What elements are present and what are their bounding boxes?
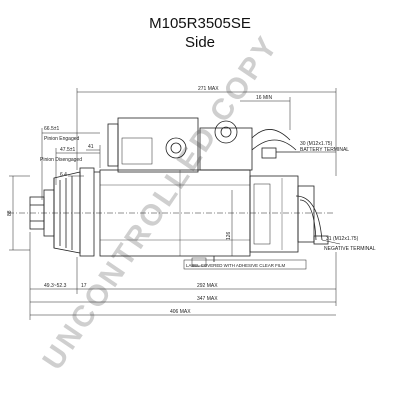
- dim-16: 16 MIN: [256, 95, 273, 101]
- dim-47: 47.5±1: [60, 147, 75, 153]
- drawing-title: M105R3505SE: [149, 15, 251, 32]
- dim-64: 6.4: [60, 172, 67, 178]
- dim-66: 66.5±1: [44, 126, 59, 132]
- dimension-lines: [9, 88, 341, 320]
- dim-41: 41: [88, 144, 94, 150]
- label-battery-terminal: BATTERY TERMINAL: [300, 147, 349, 153]
- dim-292: 292 MAX: [197, 283, 218, 289]
- dim-347: 347 MAX: [197, 296, 218, 302]
- dim-30: 30 (M12x1.75): [300, 141, 333, 147]
- dimension-labels: 271 MAX 16 MIN 66.5±1 Pinion Engaged 47.…: [7, 86, 376, 315]
- dim-271: 271 MAX: [198, 86, 219, 92]
- label-pinion-engaged: Pinion Engaged: [44, 136, 80, 142]
- motor-outline: [8, 117, 335, 267]
- dim-31: 31 (M12x1.75): [326, 236, 359, 242]
- dim-88: 88: [7, 210, 13, 216]
- dim-406: 406 MAX: [170, 309, 191, 315]
- label-note: LABEL COVERED WITH ADHESIVE CLEAR FILM: [186, 263, 285, 268]
- drawing-subtitle: Side: [184, 34, 216, 51]
- label-pinion-disengaged: Pinion Disengaged: [40, 157, 82, 163]
- label-negative-terminal: NEGATIVE TERMINAL: [324, 246, 376, 252]
- dim-49: 49.3~52.3: [44, 283, 67, 289]
- dim-126: 126: [226, 231, 232, 240]
- dim-17: 17: [81, 283, 87, 289]
- watermark: UNCONTROLLED COPY: [36, 29, 285, 376]
